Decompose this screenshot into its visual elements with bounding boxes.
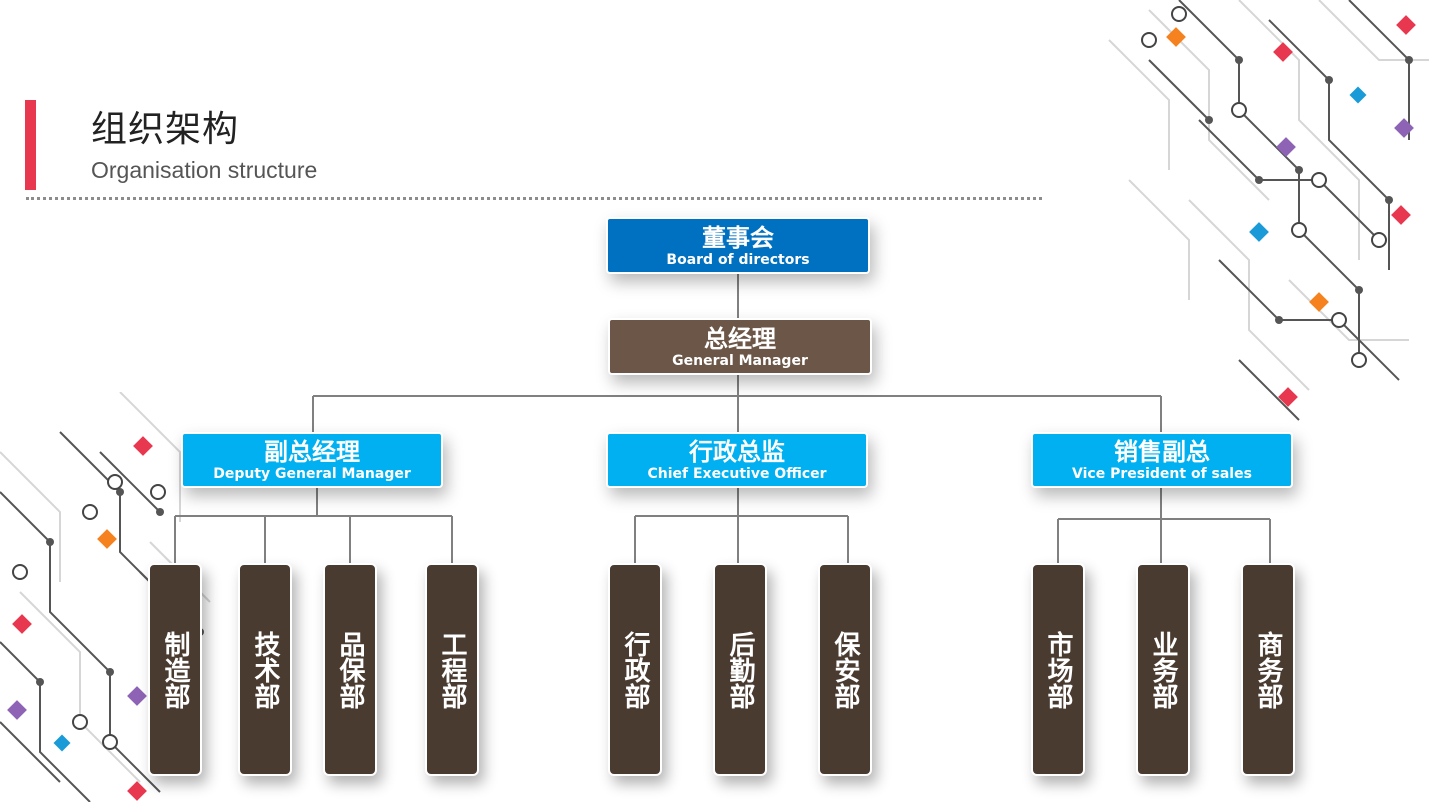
dept-engineering: 工程部: [425, 563, 479, 776]
dept-marketing: 市场部: [1031, 563, 1085, 776]
node-label-en: Vice President of sales: [1072, 466, 1252, 482]
node-label-en: General Manager: [672, 352, 808, 369]
dept-quality-assurance: 品保部: [323, 563, 377, 776]
node-label-en: Deputy General Manager: [213, 466, 411, 482]
node-label-cn: 总经理: [704, 324, 776, 353]
dept-commerce: 商务部: [1241, 563, 1295, 776]
node-label-cn: 董事会: [702, 223, 774, 252]
accent-bar: [25, 100, 36, 190]
page-subtitle: Organisation structure: [91, 157, 318, 183]
node-chief-executive-officer: 行政总监 Chief Executive Officer: [606, 432, 868, 488]
node-vice-president-of-sales: 销售副总 Vice President of sales: [1031, 432, 1293, 488]
node-label-cn: 销售副总: [1114, 438, 1210, 466]
dept-technology: 技术部: [238, 563, 292, 776]
node-board-of-directors: 董事会 Board of directors: [606, 217, 870, 274]
dept-business: 业务部: [1136, 563, 1190, 776]
dept-manufacturing: 制造部: [148, 563, 202, 776]
node-deputy-general-manager: 副总经理 Deputy General Manager: [181, 432, 443, 488]
title-divider: [26, 197, 1042, 200]
node-label-en: Chief Executive Officer: [647, 466, 827, 482]
circuit-decoration-top-right: [1108, 0, 1429, 421]
circuit-decoration-bottom-left: [0, 392, 211, 802]
node-label-cn: 副总经理: [264, 438, 360, 466]
dept-logistics: 后勤部: [713, 563, 767, 776]
node-label-cn: 行政总监: [689, 438, 785, 466]
node-label-en: Board of directors: [666, 251, 810, 268]
page-title: 组织架构: [91, 109, 240, 150]
dept-security: 保安部: [818, 563, 872, 776]
node-general-manager: 总经理 General Manager: [608, 318, 872, 375]
dept-administration: 行政部: [608, 563, 662, 776]
